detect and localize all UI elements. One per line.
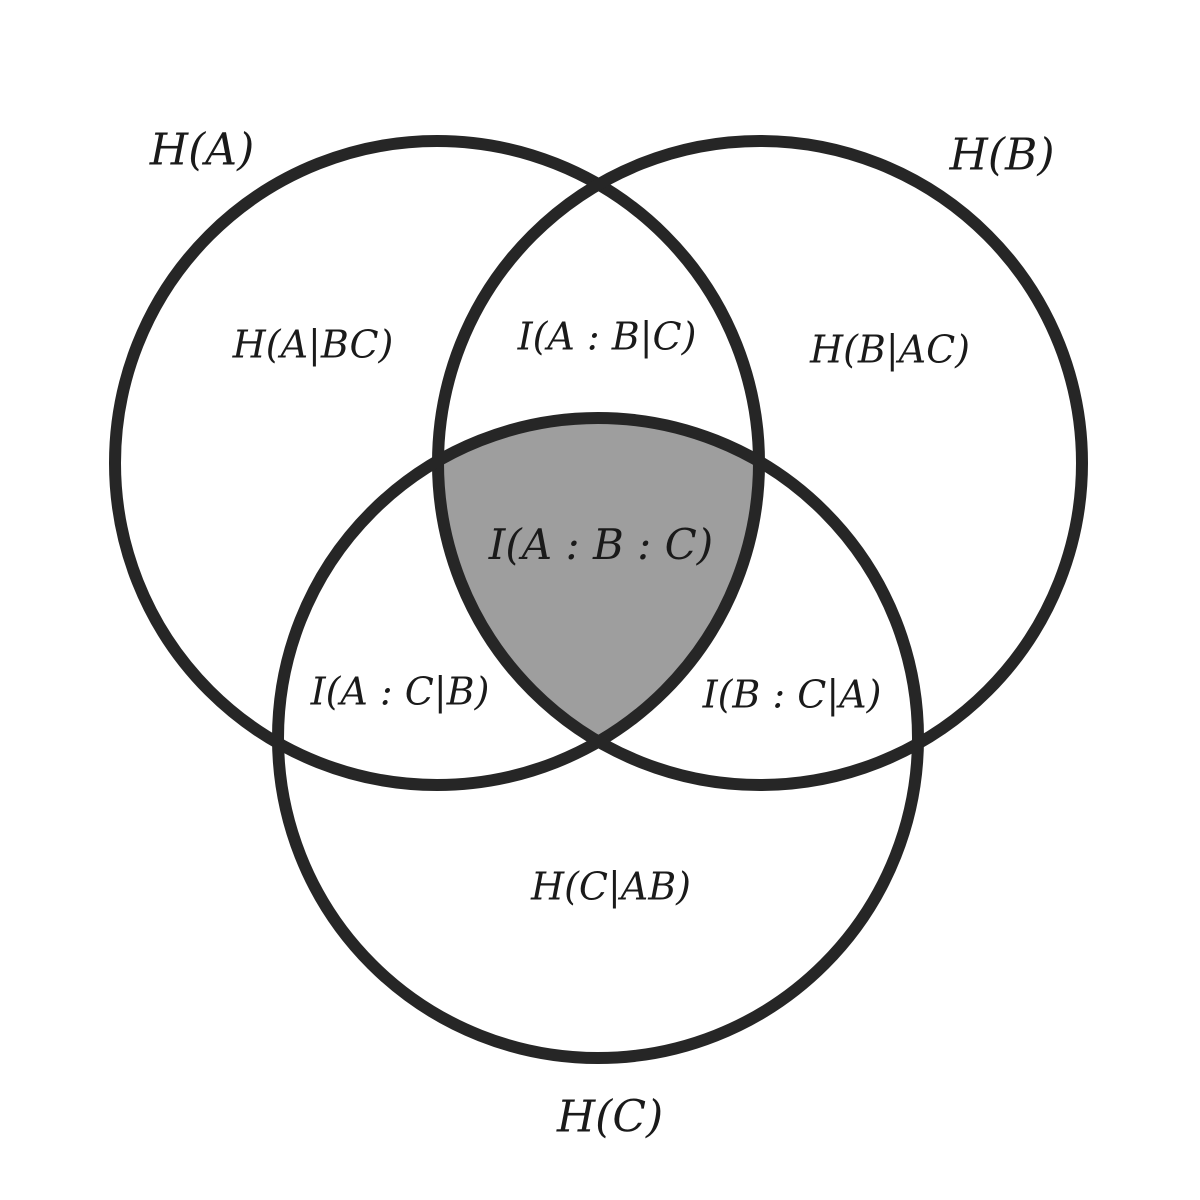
- region-label-bc-not-a: I(B : C|A): [702, 673, 882, 717]
- region-label-c-only: H(C|AB): [530, 865, 691, 909]
- region-label-abc: I(A : B : C): [488, 520, 713, 569]
- region-label-a-only: H(A|BC): [232, 323, 394, 367]
- region-label-ac-not-b: I(A : C|B): [310, 670, 490, 714]
- set-label-c: H(C): [556, 1092, 663, 1143]
- region-label-ab-not-c: I(A : B|C): [517, 315, 697, 359]
- region-label-b-only: H(B|AC): [809, 328, 970, 372]
- set-label-a: H(A): [149, 125, 254, 176]
- circle-c: [272, 412, 924, 1064]
- set-label-b: H(B): [948, 130, 1054, 181]
